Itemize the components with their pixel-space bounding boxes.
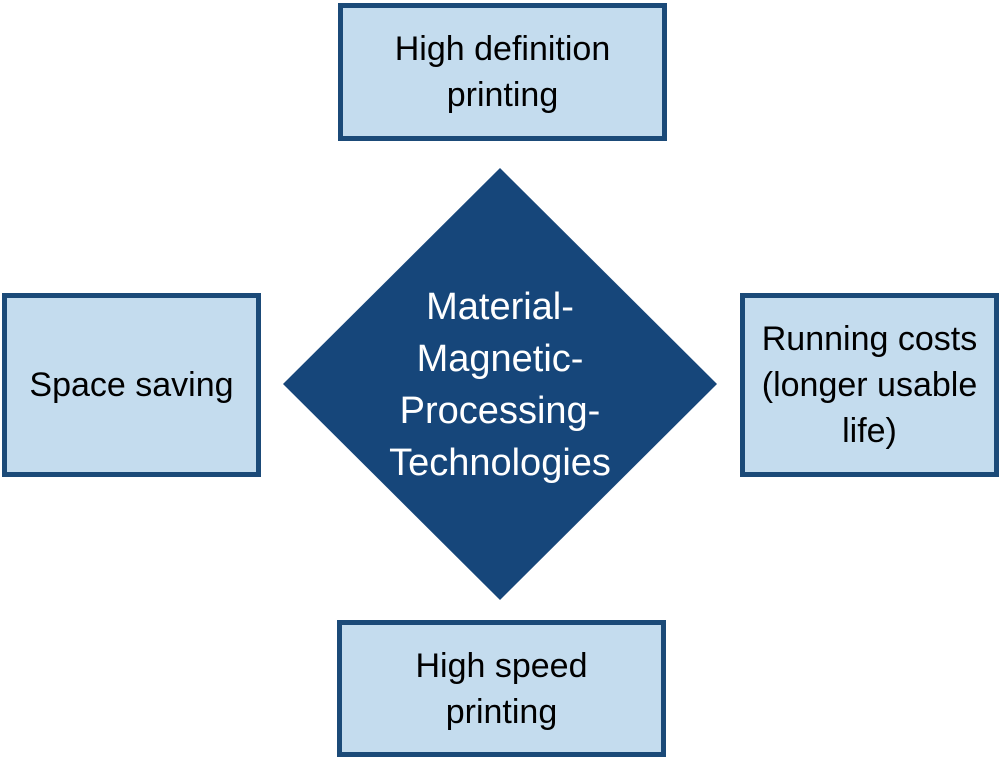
center-label-line: Technologies xyxy=(389,442,611,484)
box-label-line: life) xyxy=(842,412,897,450)
running-costs-box: Running costs (longer usable life) xyxy=(740,293,999,477)
center-label-line: Processing- xyxy=(399,390,601,432)
box-label: High definition printing xyxy=(395,26,610,118)
box-label: Running costs (longer usable life) xyxy=(762,316,977,454)
center-label-line: Magnetic- xyxy=(416,338,584,380)
box-label: Space saving xyxy=(29,362,233,408)
box-label-line: printing xyxy=(446,76,559,114)
space-saving-box: Space saving xyxy=(2,293,261,477)
diamond-polygon xyxy=(283,168,717,600)
box-label-line: Running costs xyxy=(761,320,978,358)
box-label-line: High definition xyxy=(394,30,611,68)
box-label-line: Space saving xyxy=(29,366,234,404)
box-label: High speed printing xyxy=(415,643,587,735)
box-label-line: printing xyxy=(445,692,558,731)
center-label-line: Material- xyxy=(426,286,574,328)
high-definition-printing-box: High definition printing xyxy=(338,3,667,141)
center-diamond-label: Material- Magnetic- Processing- Technolo… xyxy=(340,260,660,510)
center-diamond-shape xyxy=(283,168,717,600)
box-label-line: (longer usable xyxy=(761,366,978,404)
box-label-line: High speed xyxy=(415,646,588,685)
high-speed-printing-box: High speed printing xyxy=(337,620,666,757)
